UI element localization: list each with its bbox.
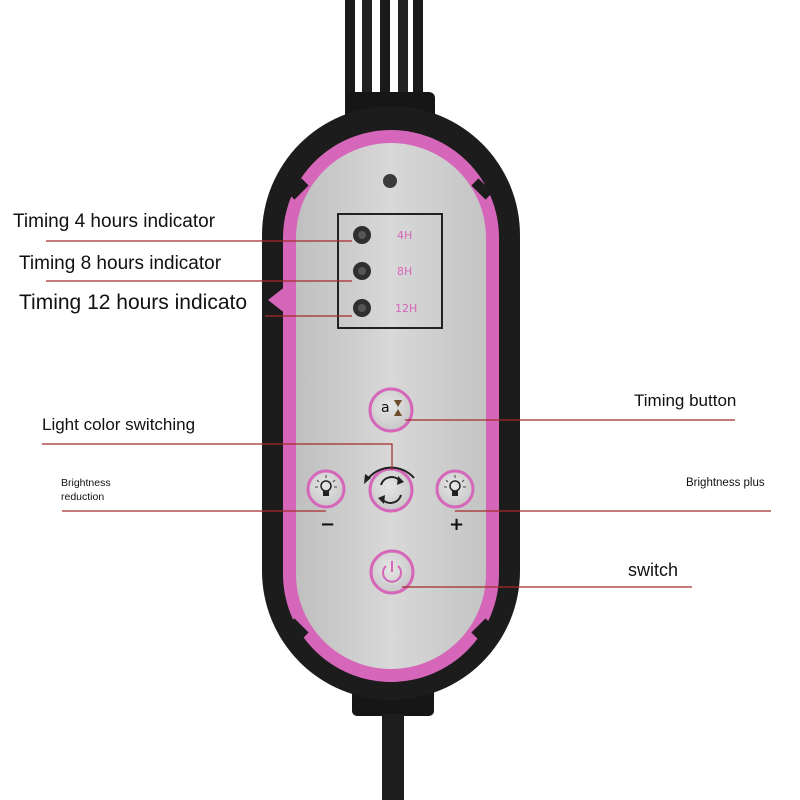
- leader-lines: [42, 240, 771, 588]
- timer-glyph: a: [381, 400, 390, 416]
- bezel-notches: [287, 178, 493, 640]
- label-timing-button: Timing button: [634, 391, 737, 410]
- indicator-12h-label: 12H: [395, 302, 418, 315]
- bottom-cable: [352, 686, 434, 800]
- indicator-12h: [353, 299, 371, 317]
- light-color-button[interactable]: [364, 466, 415, 513]
- label-light-color: Light color switching: [42, 415, 196, 434]
- indicator-8h: [353, 262, 371, 280]
- power-button[interactable]: [369, 549, 415, 595]
- left-notch: [268, 286, 286, 314]
- indicator-box: [337, 213, 443, 329]
- brightness-plus-button[interactable]: [435, 469, 475, 509]
- brightness-minus-button[interactable]: [306, 469, 346, 509]
- label-timing-4h: Timing 4 hours indicator: [13, 211, 216, 232]
- indicator-8h-label: 8H: [397, 265, 413, 278]
- timer-icon: [394, 400, 402, 416]
- power-icon: [382, 561, 402, 583]
- indicator-4h-label: 4H: [397, 229, 413, 242]
- label-timing-8h: Timing 8 hours indicator: [19, 253, 222, 274]
- bulb-icon: [444, 475, 466, 496]
- plus-glyph: +: [449, 514, 465, 535]
- indicator-4h: [353, 226, 371, 244]
- label-switch: switch: [628, 560, 679, 580]
- timing-button[interactable]: [368, 387, 414, 433]
- bulb-icon: [315, 475, 337, 496]
- minus-glyph: −: [320, 514, 336, 535]
- cycle-arrow: [366, 466, 415, 481]
- sensor-dot: [383, 174, 397, 188]
- label-brightness-plus: Brightness plus: [686, 477, 765, 489]
- label-timing-12h: Timing 12 hours indicato: [19, 291, 248, 314]
- label-brightness-reduction: Brightness reduction: [61, 477, 111, 504]
